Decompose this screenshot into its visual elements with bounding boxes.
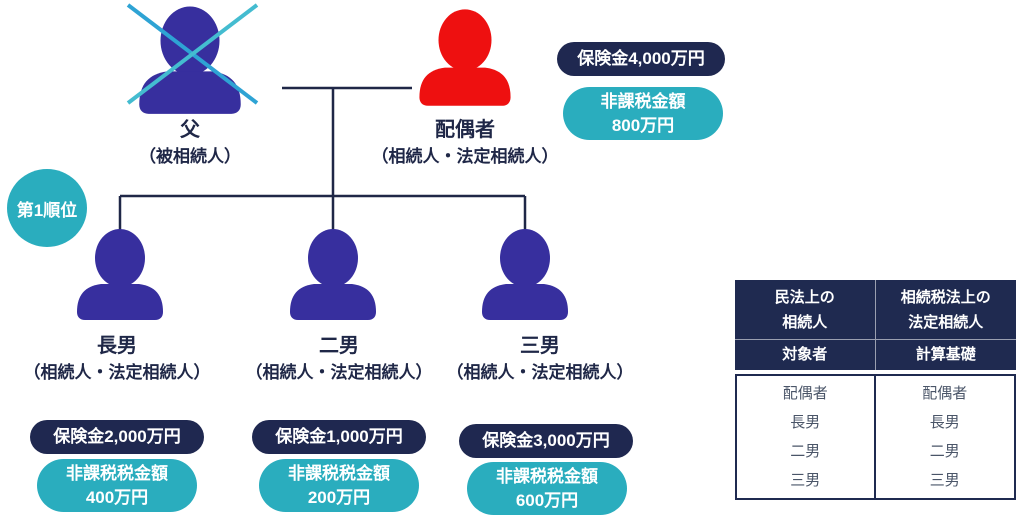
father-label: 父 （被相続人） — [90, 116, 290, 170]
son2-person-icon — [290, 229, 376, 320]
son1-role: （相続人・法定相続人） — [23, 363, 211, 382]
spouse-taxfree-amount: 800万円 — [611, 116, 675, 135]
table-row-cell: 配偶者 — [737, 376, 876, 408]
table-row-cell: 長男 — [737, 408, 876, 437]
son3-name: 三男 — [520, 335, 560, 357]
son2-label: 二男 （相続人・法定相続人） — [227, 332, 451, 386]
son1-insurance-badge: 保険金2,000万円 — [30, 420, 204, 454]
table-row-cell: 配偶者 — [922, 385, 968, 402]
rank-1-badge: 第1順位 — [7, 169, 87, 247]
father-name: 父 — [180, 119, 200, 141]
spouse-insurance-badge: 保険金4,000万円 — [557, 42, 725, 76]
father-person-icon — [139, 6, 241, 114]
header-tax-law: 相続税法上の 法定相続人 — [875, 280, 1016, 340]
son2-role: （相続人・法定相続人） — [245, 363, 433, 382]
son2-insurance-badge: 保険金1,000万円 — [252, 420, 426, 454]
spouse-label: 配偶者 （相続人・法定相続人） — [340, 116, 590, 170]
son1-person-icon — [77, 229, 163, 320]
subheader-target: 対象者 — [735, 340, 876, 370]
table-row-cell: 長男 — [929, 414, 960, 431]
table-row-cell: 二男 — [737, 437, 876, 466]
father-role: （被相続人） — [139, 147, 241, 166]
son1-taxfree-badge: 非課税税金額 400万円 — [37, 459, 197, 512]
spouse-taxfree-badge: 非課税金額 800万円 — [563, 87, 723, 140]
table-body: 配偶者 配偶者 長男 長男 二男 二男 三男 三男 — [735, 374, 1016, 500]
son3-person-icon — [482, 229, 568, 320]
table-row-cell: 三男 — [737, 466, 876, 498]
heir-comparison-table: 民法上の 相続人 相続税法上の 法定相続人 対象者 計算基礎 配偶者 配偶者 長… — [735, 280, 1016, 500]
table-row-cell: 三男 — [929, 472, 960, 489]
son3-role: （相続人・法定相続人） — [446, 363, 634, 382]
son1-name: 長男 — [97, 335, 137, 357]
son3-insurance-badge: 保険金3,000万円 — [459, 424, 633, 458]
son3-taxfree-title: 非課税税金額 — [496, 467, 598, 486]
son1-taxfree-title: 非課税税金額 — [66, 464, 168, 483]
son2-taxfree-badge: 非課税税金額 200万円 — [259, 459, 419, 512]
son2-name: 二男 — [319, 335, 359, 357]
table-row-cell: 二男 — [929, 443, 960, 460]
spouse-name: 配偶者 — [435, 119, 495, 141]
spouse-role: （相続人・法定相続人） — [371, 147, 559, 166]
son3-taxfree-badge: 非課税税金額 600万円 — [467, 462, 627, 515]
son2-taxfree-title: 非課税税金額 — [288, 464, 390, 483]
son3-label: 三男 （相続人・法定相続人） — [428, 332, 652, 386]
table-header: 民法上の 相続人 相続税法上の 法定相続人 対象者 計算基礎 — [735, 280, 1016, 370]
son2-taxfree-amount: 200万円 — [307, 488, 371, 507]
header-civil-law: 民法上の 相続人 — [735, 280, 876, 340]
son1-taxfree-amount: 400万円 — [85, 488, 149, 507]
spouse-person-icon — [419, 9, 511, 106]
son3-taxfree-amount: 600万円 — [515, 491, 579, 510]
deceased-cross-icon — [126, 3, 259, 105]
spouse-taxfree-title: 非課税金額 — [600, 92, 686, 111]
son1-label: 長男 （相続人・法定相続人） — [5, 332, 229, 386]
subheader-basis: 計算基礎 — [915, 346, 976, 363]
